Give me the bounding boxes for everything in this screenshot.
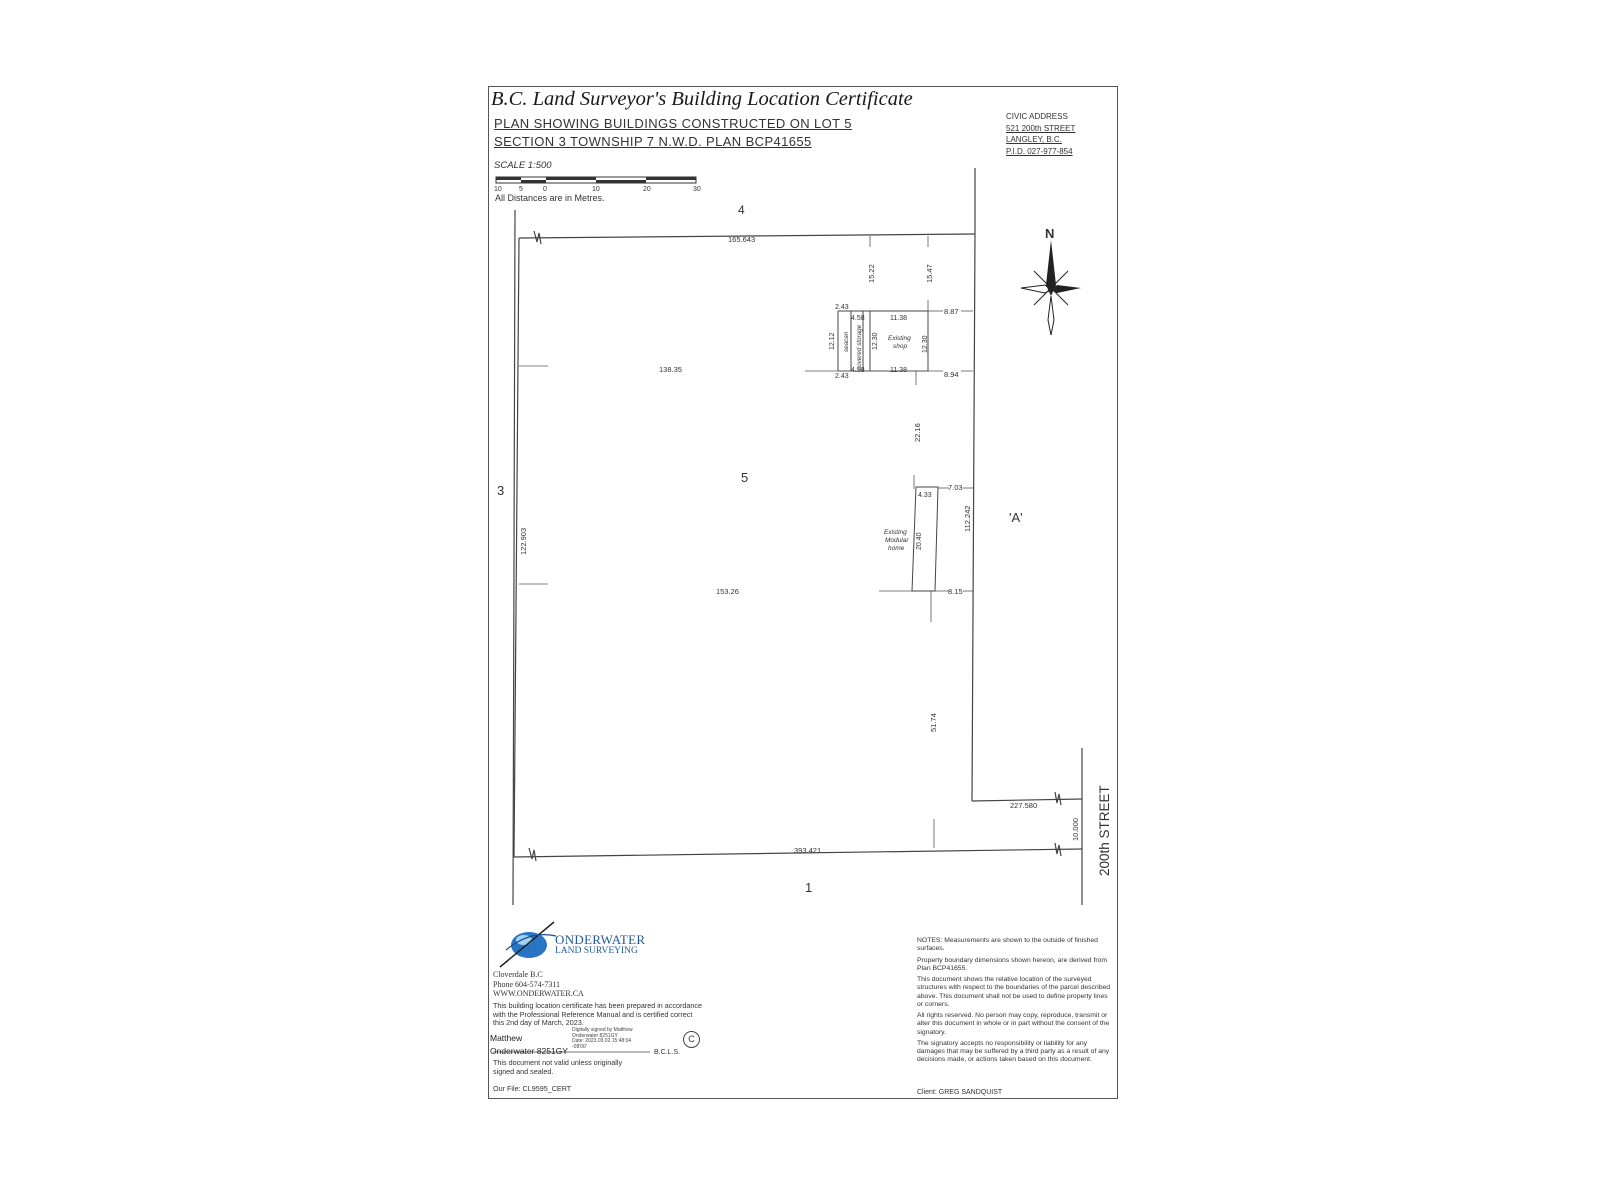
seacan-width-bottom: 2.43 [835, 373, 849, 380]
digital-signature-line: -08'00' [572, 1043, 587, 1050]
company-contact: Cloverdale B.C Phone 604-574-7311 WWW.ON… [493, 970, 584, 999]
civic-street: 521 200th STREET [1006, 123, 1076, 133]
digital-signature-line: Onderwater 8251GY [572, 1032, 618, 1039]
offset-lines [519, 236, 973, 848]
offset-dim: 15.22 [867, 264, 876, 283]
company-website: WWW.ONDERWATER.CA [493, 989, 584, 998]
offset-dim: 8.87 [944, 307, 959, 316]
note-item: The signatory accepts no responsibility … [917, 1039, 1110, 1064]
shop-width-top: 11.38 [890, 315, 907, 322]
company-name: ONDERWATER [555, 932, 646, 947]
digital-signature-line: Date: 2023.03.02 15:48:04 [572, 1038, 632, 1045]
plan-labels: 4 3 5 1 'A' N 200th STREET 165.643 122.9… [497, 203, 1112, 895]
modular-depth: 20.40 [916, 532, 923, 550]
scale-tick: 30 [693, 186, 701, 193]
offset-dim: 153.26 [716, 587, 739, 596]
civic-address-block: CIVIC ADDRESS 521 200th STREET LANGLEY, … [1006, 111, 1075, 157]
north-label: N [1045, 226, 1054, 241]
scale-bar [495, 176, 697, 184]
shop-depth-right: 12.30 [922, 335, 929, 353]
company-subname: LAND SURVEYING [555, 946, 638, 956]
north-arrow [1020, 240, 1081, 336]
lot-boundary [512, 168, 1083, 906]
modular-label-line: Modular [885, 537, 909, 544]
road-label: 200th STREET [1097, 785, 1112, 876]
offset-dim: 15.47 [925, 264, 934, 283]
offset-dim: 8.94 [944, 370, 959, 379]
seacan-depth: 12.12 [829, 332, 836, 350]
scale-tick: 5 [519, 186, 523, 193]
scale-tick: 20 [643, 186, 651, 193]
digital-signature-line: Digitally signed by Matthew [572, 1027, 633, 1033]
company-location: Cloverdale B.C [493, 970, 543, 979]
bcls-label: B.C.L.S. [654, 1049, 681, 1056]
modular-width: 4.33 [918, 492, 932, 499]
digital-signature: Digitally signed by Matthew Onderwater 8… [572, 1027, 633, 1050]
offset-dim: 7.03 [948, 483, 963, 492]
shop-width-bottom: 11.38 [890, 367, 907, 374]
offset-dim: 8.15 [948, 587, 963, 596]
scale-tick: 10 [592, 186, 600, 193]
company-phone: Phone 604-574-7311 [493, 979, 561, 989]
scale-tick: 0 [543, 186, 547, 193]
shop-depth-left: 12.30 [872, 332, 879, 350]
certificate-sheet [488, 86, 1118, 1099]
offset-dim: 51.74 [929, 713, 938, 732]
units-note: All Distances are in Metres. [495, 193, 605, 203]
lot-number-south: 1 [805, 880, 812, 895]
client-name: Client: GREG SANDQUIST [917, 1089, 1003, 1096]
plan-subtitle-line1: PLAN SHOWING BUILDINGS CONSTRUCTED ON LO… [494, 116, 852, 131]
lot-number-west: 3 [497, 483, 504, 498]
note-item: All rights reserved. No person may copy,… [917, 1012, 1110, 1036]
modular-label-line: Existing [884, 529, 907, 536]
validity-note: This document not valid unless originall… [493, 1058, 623, 1076]
notes-block: NOTES: Measurements are shown to the out… [917, 937, 1112, 1068]
parcel-a-label: 'A' [1009, 510, 1023, 525]
seacan-width-top: 2.43 [835, 304, 849, 311]
seacan-label: seacan [843, 331, 850, 352]
signer-name: Matthew Onderwater 8251GY [490, 1032, 568, 1058]
lot-number-center: 5 [741, 470, 748, 485]
civic-heading: CIVIC ADDRESS [1006, 112, 1068, 121]
copyright-icon: C [683, 1031, 700, 1048]
certification-text: This building location certificate has b… [493, 1001, 702, 1028]
our-file-reference: Our File: CL9595_CERT [493, 1084, 572, 1093]
scale-tick: 10 [494, 186, 502, 193]
offset-dim: 22.16 [913, 423, 922, 442]
storage-label: covered storage [856, 324, 863, 370]
note-item: This document shows the relative locatio… [917, 976, 1111, 1008]
offset-dim: 138.35 [659, 365, 682, 374]
note-item: NOTES: Measurements are shown to the out… [917, 937, 1098, 953]
dim-step-boundary: 112.242 [963, 505, 972, 532]
note-item: Property boundary dimensions shown hereo… [917, 956, 1108, 972]
certificate-title: B.C. Land Surveyor's Building Location C… [491, 88, 913, 110]
signer-line: Matthew [490, 1033, 523, 1043]
plan-subtitle-line2: SECTION 3 TOWNSHIP 7 N.W.D. PLAN BCP4165… [494, 134, 812, 149]
dim-west-boundary: 122.903 [519, 528, 528, 555]
dim-north-boundary: 165.643 [728, 235, 755, 244]
storage-width-bottom: 4.58 [851, 367, 865, 374]
modular-label-line: home [888, 545, 905, 552]
dim-road-width: 10.000 [1071, 818, 1080, 841]
lot-number-north: 4 [738, 203, 745, 217]
modular-home [911, 486, 939, 592]
scale-label: SCALE 1:500 [494, 160, 552, 171]
storage-width-top: 4.58 [851, 315, 865, 322]
signer-line: Onderwater 8251GY [490, 1046, 568, 1056]
dim-east-lower: 227.580 [1010, 801, 1037, 810]
civic-pid: P.I.D. 027-977-854 [1006, 146, 1073, 156]
dim-south-boundary: 393.421 [794, 846, 821, 855]
civic-city: LANGLEY, B.C. [1006, 135, 1062, 144]
company-logo-icon [499, 921, 557, 968]
